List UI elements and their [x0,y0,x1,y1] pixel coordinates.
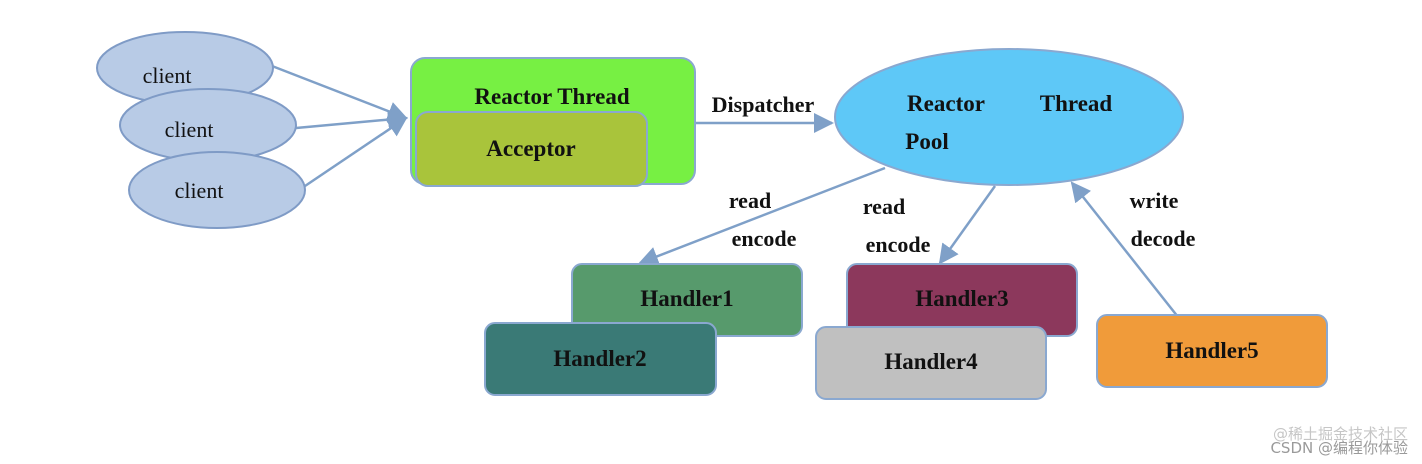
mid-encode-label: encode [866,232,931,257]
handler1-node: Handler1 [571,263,803,337]
arrow-pool-to-handler1 [638,166,886,266]
pool-label-thread: Thread [1040,91,1113,116]
reactor-thread-pool-node: Reactor Thread Pool [834,48,1184,186]
pool-label-reactor: Reactor [907,91,985,116]
pool-label-pool: Pool [905,129,948,154]
reactor-thread-label: Reactor Thread [474,84,629,109]
arrow-client3-to-reactor [304,116,408,188]
handler3-node: Handler3 [846,263,1078,337]
handler4-label: Handler4 [884,349,978,374]
handler2-label: Handler2 [553,346,646,371]
acceptor-node: Acceptor [415,111,648,187]
client-node-3: client [128,151,306,229]
client-node-2: client [119,88,297,162]
handler1-label: Handler1 [640,286,733,311]
arrow-pool-to-handler3 [938,185,997,265]
edges [271,64,1183,323]
right-write-label: write [1130,188,1179,213]
client-label: client [175,178,224,203]
handler2-node: Handler2 [484,322,717,396]
handler4-node: Handler4 [815,326,1047,400]
left-encode-label: encode [732,226,797,251]
watermark-line-2: CSDN @编程你体验 [1270,439,1408,457]
arrow-client1-to-reactor [271,64,408,121]
arrow-client2-to-reactor [295,109,408,130]
client-label: client [165,117,214,142]
dispatcher-label: Dispatcher [712,92,815,117]
handler5-node: Handler5 [1096,314,1328,388]
mid-read-label: read [863,194,905,219]
watermark: @稀土掘金技术社区 CSDN @编程你体验 [1270,425,1408,458]
handler3-label: Handler3 [915,286,1008,311]
left-read-label: read [729,188,771,213]
watermark-line-1: @稀土掘金技术社区 [1272,425,1408,443]
client-node-1: client [96,31,274,105]
right-decode-label: decode [1131,226,1196,251]
client-label: client [143,63,192,88]
handler5-label: Handler5 [1165,338,1258,363]
acceptor-label: Acceptor [486,136,575,161]
arrow-handler5-to-pool [1070,181,1183,323]
